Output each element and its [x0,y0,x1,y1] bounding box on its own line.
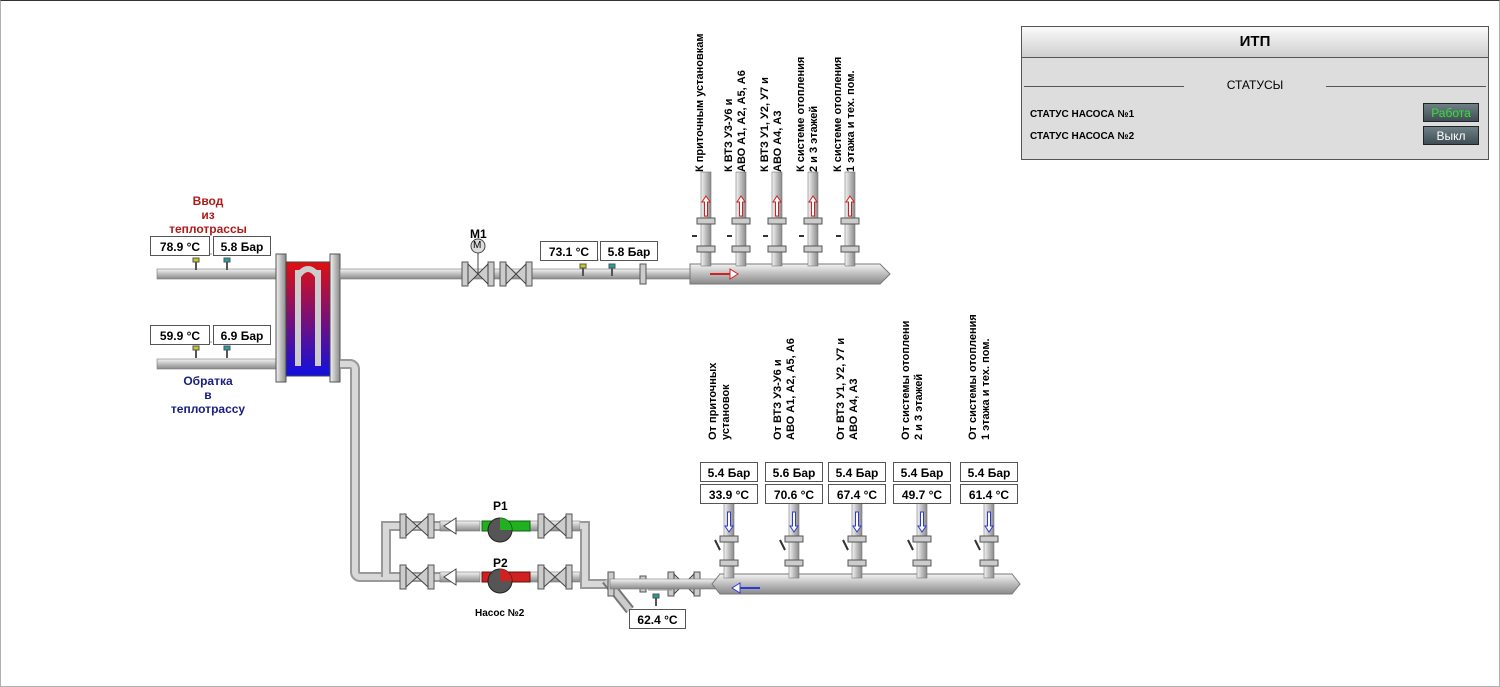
return-main-temperature: 62.4 °C [629,609,686,629]
return-branch [974,499,999,579]
check-valve-icon [443,517,457,535]
up-arrow-icon [772,195,782,217]
supply-branch [692,171,716,267]
flow-arrow-icon [729,268,739,280]
pump-p1-label: P1 [493,499,508,513]
inlet-pressure: 5.8 Бар [213,236,271,256]
return-branch-label: От системы отоплени 2 и 3 этажей [900,320,925,440]
pump1-status-button[interactable]: Работа [1423,103,1479,122]
up-arrow-icon [808,195,818,217]
statuses-header: СТАТУСЫ [1022,78,1488,96]
sensor-tap-icon [648,589,672,606]
motor-icon-letter: M [473,240,482,251]
return-branch-label: От ВТЗ У1, У2, У7 и АВО А4, А3 [835,337,860,440]
pump1-status-label: СТАТУС НАСОСА №1 [1030,109,1135,120]
pump-p1-icon [481,517,531,543]
inlet-temperature: 78.9 °C [150,236,210,256]
down-arrow-icon [852,511,862,533]
return-pipe [156,358,278,370]
motor-label: M1 [470,227,487,241]
heat-exchanger-icon [275,253,341,383]
ball-valve-icon [499,261,533,287]
supply-branch [763,171,787,267]
return-header [711,573,1021,595]
return-branch-pressure: 5.4 Бар [893,462,951,482]
down-arrow-icon [724,511,734,533]
up-arrow-icon [736,195,746,217]
pump2-status-button[interactable]: Выкл [1423,126,1479,145]
return-branch-label: От ВТЗ У3-У6 и АВО А1, А2, А5, А6 [772,338,797,440]
pump-p2-label: P2 [493,556,508,570]
return-flow-arrow-icon [731,582,741,594]
return-branch [714,499,739,579]
supply-branch-label: К системе отопления 2 и 3 этажей [795,56,820,172]
return-branch-temperature: 33.9 °C [700,484,758,504]
motor-valve-icon [461,238,495,287]
pump-valve-icon [399,513,435,539]
supply-branch [836,171,860,267]
pump-valve-icon [537,513,573,539]
return-branch [907,499,932,579]
down-arrow-icon [789,511,799,533]
return-branch-pressure: 5.4 Бар [700,462,758,482]
return-branch-temperature: 67.4 °C [828,484,886,504]
supply-temperature: 73.1 °C [540,241,598,261]
return-branch-pressure: 5.4 Бар [960,462,1018,482]
return-branch-label: От системы отопления 1 этажа и тех. пом. [967,314,992,440]
supply-branch [727,171,751,267]
return-branch [779,499,804,579]
pump-p2-icon [481,568,531,594]
status-panel: ИТП СТАТУСЫ СТАТУС НАСОСА №1 Работа СТАТ… [1021,26,1489,160]
return-temperature: 59.9 °C [150,325,210,345]
supply-branch-label: К ВТЗ У1, У2, У7 и АВО А4, А3 [759,77,784,172]
return-pressure: 6.9 Бар [213,325,271,345]
pump-valve-icon [399,564,435,590]
pump-valve-icon [537,564,573,590]
return-branch-temperature: 70.6 °C [765,484,823,504]
pump-caption: Насос №2 [475,608,525,619]
down-arrow-icon [917,511,927,533]
return-branch [842,499,867,579]
up-arrow-icon [845,195,855,217]
up-arrow-icon [701,195,711,217]
return-branch-pressure: 5.4 Бар [828,462,886,482]
supply-branch [799,171,823,267]
supply-pressure: 5.8 Бар [600,241,658,261]
return-branch-temperature: 49.7 °C [893,484,951,504]
supply-branch-label: К системе отопления 1 этажа и тех. пом. [832,56,857,172]
supply-branch-label: К ВТЗ У3-У6 и АВО А1, А2, А5, А6 [723,70,748,172]
inlet-pipe [156,268,278,280]
return-branch-label: От приточных установок [707,362,732,440]
supply-branch-label: К приточным установкам [694,33,706,172]
panel-title: ИТП [1022,27,1488,58]
pump2-status-label: СТАТУС НАСОСА №2 [1030,131,1135,142]
return-branch-temperature: 61.4 °C [960,484,1018,504]
check-valve-icon [443,568,457,586]
down-arrow-icon [984,511,994,533]
return-branch-pressure: 5.6 Бар [765,462,823,482]
